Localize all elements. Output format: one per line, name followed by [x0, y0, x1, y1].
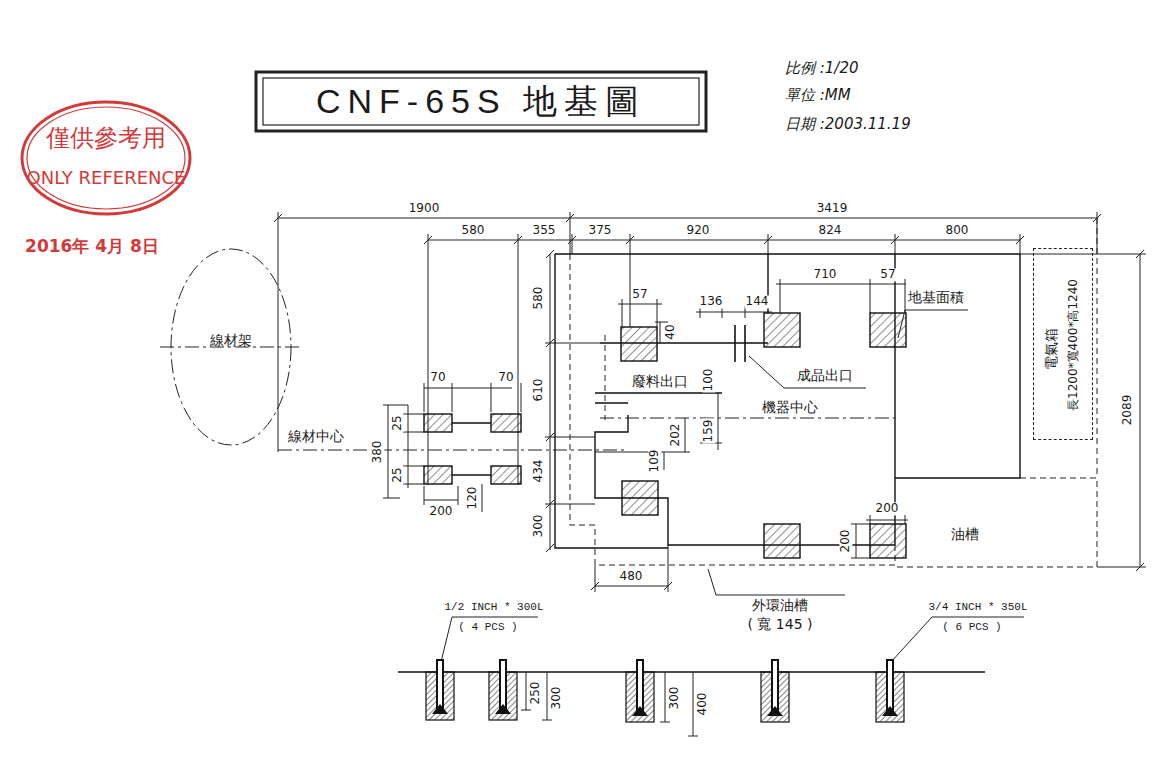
callout-label: 廢料出口: [631, 374, 689, 389]
dimension: 25: [391, 414, 404, 431]
dimension: 375: [588, 224, 613, 237]
dimension: 710: [813, 268, 838, 281]
dimension: 400: [696, 692, 709, 717]
dimension: 580: [461, 224, 486, 237]
oil-tank: 油槽: [905, 490, 1025, 560]
dimension: 200: [429, 505, 454, 518]
unit-note: 單位 :MM: [784, 87, 852, 104]
dimension: 380: [371, 440, 384, 465]
callout-label: 機器中心: [761, 400, 819, 415]
dimension: 610: [532, 378, 545, 403]
bolt-spec: ( 6 PCS ): [941, 621, 1002, 633]
anchor-pad: [424, 313, 906, 558]
dimension: 57: [631, 288, 648, 301]
dimension: 40: [664, 323, 677, 340]
dimension: 144: [745, 295, 770, 308]
stamp-oval: [20, 100, 192, 216]
wire-rack: 線材架: [171, 249, 291, 445]
scale-note: 比例 :1/20: [784, 60, 860, 77]
dimension: 1900: [408, 202, 441, 215]
dimension: 300: [532, 514, 545, 539]
node-label: 油槽: [951, 527, 979, 542]
foundation-outline: [555, 254, 1020, 548]
node-label: 線材架: [210, 333, 252, 348]
dimension: 580: [532, 286, 545, 311]
dimension: 300: [550, 686, 563, 711]
dimension: 70: [429, 371, 446, 384]
callout-label: 地基面積: [907, 290, 965, 305]
dimension: 200: [839, 529, 852, 554]
oil-trench: [570, 218, 1097, 567]
dimension-lines: [274, 212, 1146, 592]
reference-stamp: 僅供參考用ONLY REFERENCE2016年 4月 8日: [20, 100, 192, 216]
drawing-title: CNF-65S 地基圖: [316, 83, 646, 120]
stamp-text: 僅供參考用: [46, 125, 166, 151]
dimension: 250: [529, 681, 542, 706]
dimension: 824: [818, 224, 843, 237]
title-frame: [263, 78, 699, 125]
dimension: 800: [945, 224, 970, 237]
callout-label: ( 寬 145 ): [747, 617, 814, 632]
electric-box: 電氣箱長1200*寬400*高1240: [1033, 248, 1093, 440]
dimension: 3419: [816, 202, 849, 215]
dimension: 300: [668, 686, 681, 711]
dimension: 70: [497, 371, 514, 384]
dimension: 355: [532, 224, 557, 237]
callout-label: 線材中心: [287, 429, 345, 444]
dimension: 25: [391, 466, 404, 483]
dimension: 159: [702, 419, 715, 444]
callout-label: 成品出口: [796, 368, 854, 383]
bolt-spec: 1/2 INCH * 300L: [443, 601, 544, 613]
dimension: 2089: [1121, 394, 1134, 427]
dimension: 100: [702, 368, 715, 393]
stamp-date: 2016年 4月 8日: [25, 237, 159, 256]
dimension: 200: [875, 502, 900, 515]
bolt-spec: ( 4 PCS ): [457, 621, 518, 633]
bolt-spec: 3/4 INCH * 350L: [927, 601, 1028, 613]
center-lines: [160, 249, 895, 450]
anchor-bolt-section: [398, 660, 985, 736]
dimension: 920: [686, 224, 711, 237]
title-frame: [256, 72, 706, 131]
dimension: 136: [699, 295, 724, 308]
dimension: 480: [619, 570, 644, 583]
outlet-lines: [452, 325, 768, 475]
date-note: 日期 :2003.11.19: [784, 116, 912, 133]
stamp-text: ONLY REFERENCE: [27, 168, 186, 188]
dimension: 57: [879, 268, 896, 281]
dimension: 434: [532, 459, 545, 484]
dimension: 109: [648, 449, 661, 474]
node-note: 長1200*寬400*高1240: [1067, 279, 1080, 411]
dimension: 120: [466, 486, 479, 511]
callout-label: 外環油槽: [751, 598, 809, 613]
dimension: 202: [669, 423, 682, 448]
node-label: 電氣箱: [1044, 328, 1059, 370]
